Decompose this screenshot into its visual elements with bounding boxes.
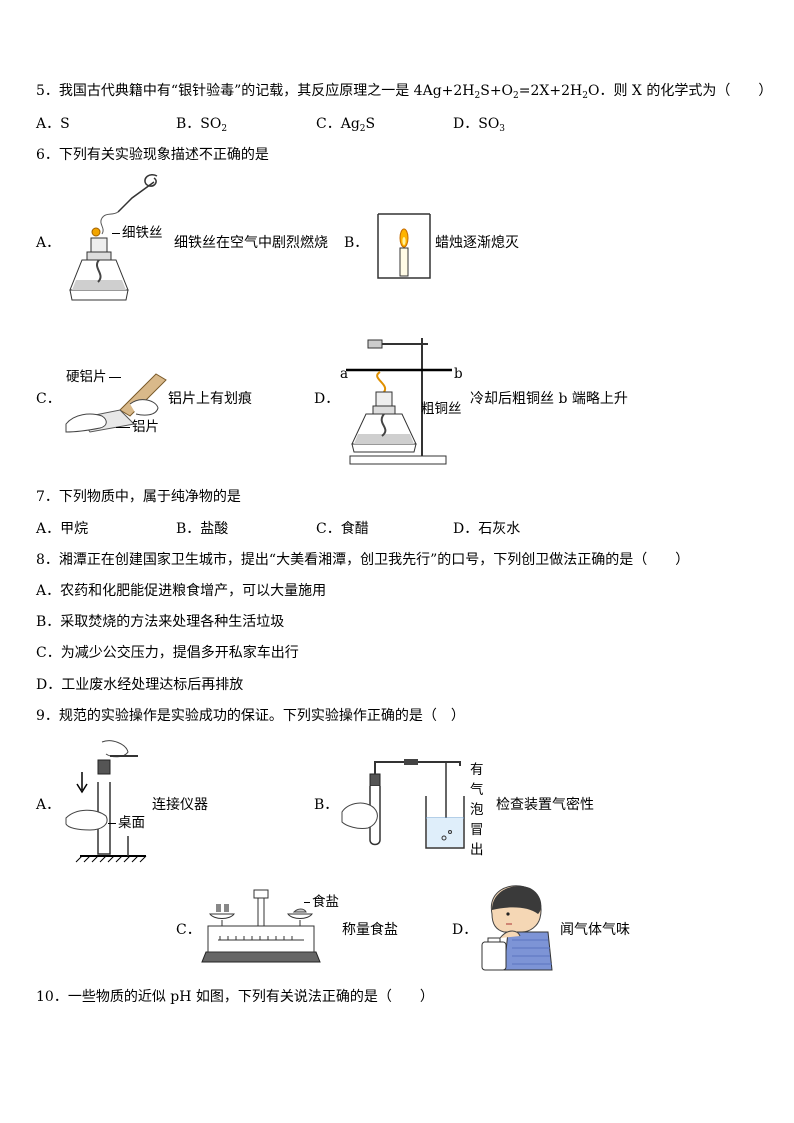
q5-option-c[interactable]: C．Ag2S [316, 116, 376, 134]
q6-c-label-hard-aluminum: 硬铝片 [66, 369, 121, 385]
q9-c-label-salt: 食盐 [304, 894, 339, 910]
q6-d-label-a: a [340, 366, 349, 382]
q9-option-b-letter[interactable]: B． [314, 797, 339, 813]
q9-option-d-letter[interactable]: D． [452, 922, 478, 938]
q9-option-b-text[interactable]: 检查装置气密性 [496, 797, 594, 813]
q6-option-d-letter[interactable]: D． [314, 391, 340, 407]
q5-option-a[interactable]: A．S [36, 116, 70, 132]
q9-stem: 9．规范的实验操作是实验成功的保证。下列实验操作正确的是（ ） [36, 708, 465, 724]
q6-option-b-text[interactable]: 蜡烛逐渐熄灭 [435, 235, 519, 251]
q6-stem: 6．下列有关实验现象描述不正确的是 [36, 147, 269, 163]
q7-option-d[interactable]: D．石灰水 [453, 521, 521, 537]
q8-option-b[interactable]: B．采取焚烧的方法来处理各种生活垃圾 [36, 614, 285, 630]
connect-apparatus-figure [62, 738, 152, 868]
q9-a-label-desk: 桌面 [108, 815, 145, 831]
q8-option-d[interactable]: D．工业废水经处理达标后再排放 [36, 677, 244, 693]
q6-option-a-letter[interactable]: A． [36, 235, 61, 251]
q9-b-bubbles-label: 有气泡冒出 [470, 762, 484, 858]
q9-option-c-letter[interactable]: C． [176, 922, 201, 938]
q6-d-label-wire: 粗铜丝 [421, 401, 462, 417]
smell-gas-figure [478, 884, 554, 972]
q9-option-a-text[interactable]: 连接仪器 [152, 797, 208, 813]
q7-option-c[interactable]: C．食醋 [316, 521, 369, 537]
q5-stem: 5．我国古代典籍中有“银针验毒”的记载，其反应原理之一是 4Ag+2H2S+O2… [36, 83, 773, 101]
q9-option-d-text[interactable]: 闻气体气味 [560, 922, 630, 938]
q7-option-a[interactable]: A．甲烷 [36, 521, 89, 537]
balance-weighing-figure [200, 886, 322, 968]
q9-option-a-letter[interactable]: A． [36, 797, 61, 813]
q6-option-c-text[interactable]: 铝片上有划痕 [168, 391, 252, 407]
q10-stem: 10．一些物质的近似 pH 如图，下列有关说法正确的是（ ） [36, 989, 434, 1005]
q5-option-d[interactable]: D．SO3 [453, 116, 506, 134]
q7-option-b[interactable]: B．盐酸 [176, 521, 229, 537]
q6-option-b-letter[interactable]: B． [344, 235, 369, 251]
q8-option-c[interactable]: C．为减少公交压力，提倡多开私家车出行 [36, 645, 299, 661]
q7-stem: 7．下列物质中，属于纯净物的是 [36, 489, 241, 505]
q8-stem: 8．湘潭正在创建国家卫生城市，提出“大美看湘潭，创卫我先行”的口号，下列创卫做法… [36, 552, 690, 568]
iron-wire-burning-figure [62, 168, 172, 318]
q6-a-fig-label: 细铁丝 [112, 225, 163, 241]
q6-option-a-text[interactable]: 细铁丝在空气中剧烈燃烧 [174, 235, 328, 251]
q6-c-label-aluminum: 铝片 [116, 419, 159, 435]
airtightness-check-figure [340, 756, 470, 856]
candle-in-beaker-figure [374, 212, 434, 282]
q6-option-d-text[interactable]: 冷却后粗铜丝 b 端略上升 [470, 391, 628, 407]
aluminum-scratch-figure [60, 366, 170, 438]
q8-option-a[interactable]: A．农药和化肥能促进粮食增产，可以大量施用 [36, 583, 327, 599]
q6-option-c-letter[interactable]: C． [36, 391, 61, 407]
copper-wire-heating-figure [340, 330, 462, 468]
q6-d-label-b: b [454, 366, 463, 382]
q5-option-b[interactable]: B．SO2 [176, 116, 228, 134]
q9-option-c-text[interactable]: 称量食盐 [342, 922, 398, 938]
